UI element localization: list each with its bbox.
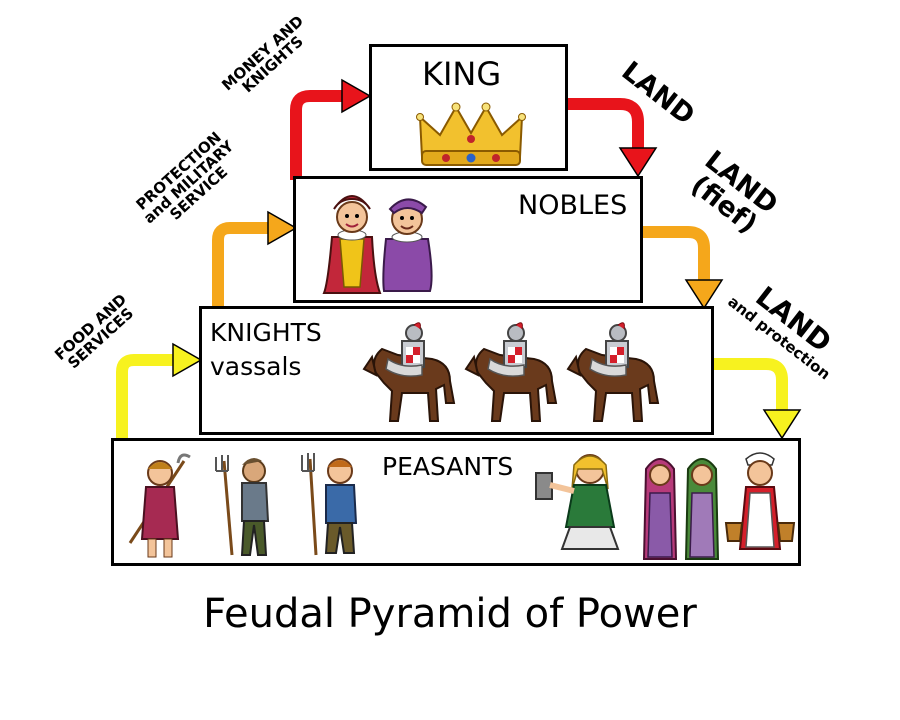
knights-label: KNIGHTS xyxy=(210,318,322,347)
yellow-arrowhead-up xyxy=(172,342,203,378)
diagram-title: Feudal Pyramid of Power xyxy=(203,591,697,637)
knight-on-horse-icon xyxy=(362,322,456,422)
yellow-arrowhead-down xyxy=(762,409,802,440)
knight-on-horse-icon xyxy=(464,322,558,422)
king-box: KING xyxy=(369,44,568,171)
red-arrow-down xyxy=(568,98,644,150)
yellow-arrow-up xyxy=(116,354,175,440)
crown-icon xyxy=(416,102,526,166)
orange-arrowhead-up xyxy=(267,210,298,246)
king-label: KING xyxy=(422,55,502,93)
orange-arrow-up xyxy=(212,222,270,308)
yellow-arrow-down xyxy=(712,358,788,412)
peasant-icon xyxy=(301,453,358,556)
nobles-label: NOBLES xyxy=(518,190,628,221)
orange-arrow-down xyxy=(642,226,710,282)
peasants-box: PEASANTS xyxy=(111,438,801,566)
peasant-icon xyxy=(684,458,720,560)
orange-arrowhead-down xyxy=(684,279,724,310)
red-arrowhead-down xyxy=(618,147,658,178)
nobles-box: NOBLES xyxy=(293,176,643,303)
peasant-icon xyxy=(535,454,620,550)
red-arrowhead-up xyxy=(341,78,372,114)
knights-box: KNIGHTS vassals xyxy=(199,306,714,435)
peasant-icon xyxy=(215,455,270,556)
vassals-label: vassals xyxy=(210,352,302,381)
peasants-label: PEASANTS xyxy=(382,452,514,481)
noble-couple-icon xyxy=(322,195,433,294)
peasant-icon xyxy=(724,452,796,550)
peasant-icon xyxy=(128,453,191,558)
knight-on-horse-icon xyxy=(566,322,660,422)
red-arrow-up xyxy=(290,90,345,180)
peasant-icon xyxy=(642,458,678,560)
